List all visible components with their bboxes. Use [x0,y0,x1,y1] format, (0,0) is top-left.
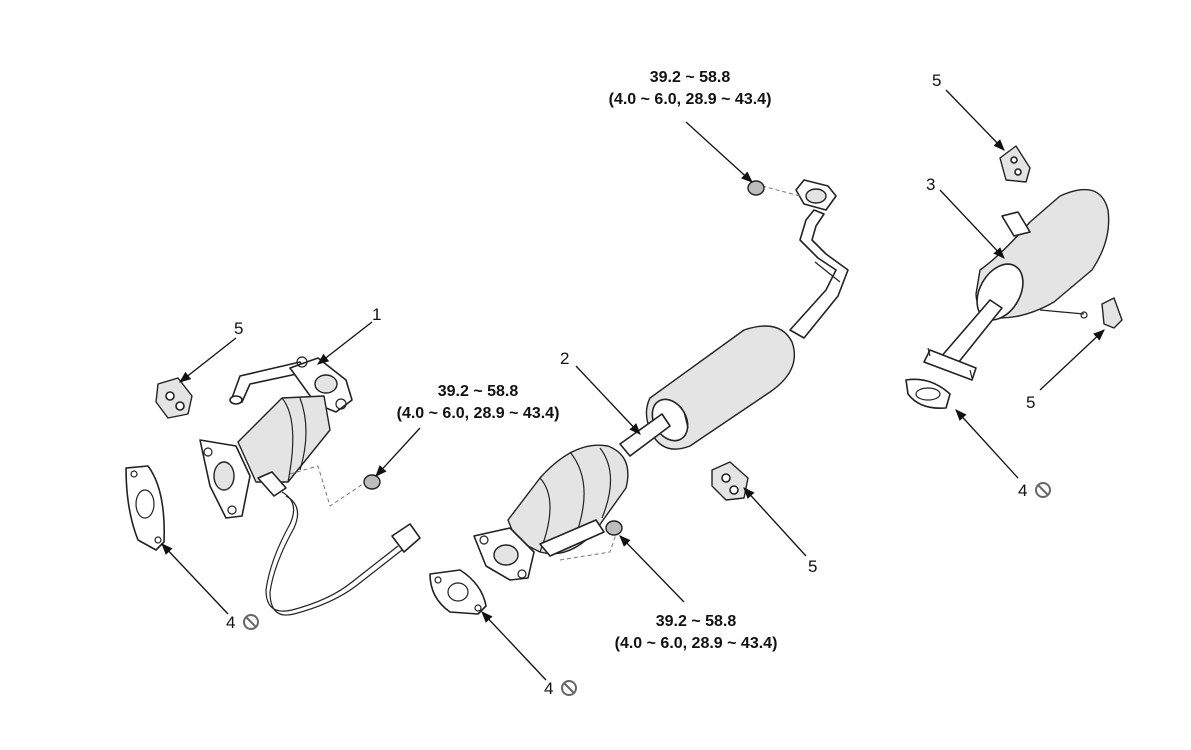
callout-4-left-group: 4 [226,613,259,632]
nut-bottom [605,520,623,536]
gasket-rear [905,378,951,410]
prohibition-circle-icon [1035,482,1051,498]
torque-spec-bottom: 39.2 ~ 58.8 (4.0 ~ 6.0, 28.9 ~ 43.4) [615,613,778,652]
prohibition-circle-icon [243,614,259,630]
torque-spec-top: 39.2 ~ 58.8 (4.0 ~ 6.0, 28.9 ~ 43.4) [609,69,772,108]
torque-spec-middle: 39.2 ~ 58.8 (4.0 ~ 6.0, 28.9 ~ 43.4) [397,383,560,422]
callout-4-center-group: 4 [544,679,577,698]
callout-5-center: 5 [808,557,817,576]
torque-top-line1: 39.2 ~ 58.8 [650,69,731,86]
rubber-hanger-left [155,377,193,419]
torque-bottom-line2: (4.0 ~ 6.0, 28.9 ~ 43.4) [615,635,778,652]
rear-muffler-part-3 [923,188,1110,381]
callout-2: 2 [560,349,569,368]
callout-4-right-group: 4 [1018,481,1051,500]
rubber-hanger-center [711,461,749,501]
callout-4-right: 4 [1018,481,1027,500]
center-pipe-part-2 [473,179,849,581]
callout-5-left: 5 [234,319,243,338]
nut-middle [363,474,381,490]
callout-5-top-right: 5 [932,71,941,90]
exhaust-manifold-part-1 [199,356,421,616]
torque-top-line2: (4.0 ~ 6.0, 28.9 ~ 43.4) [609,91,772,108]
gasket-center [429,569,487,615]
callout-4-center: 4 [544,679,553,698]
torque-middle-line1: 39.2 ~ 58.8 [438,383,519,400]
nut-top [747,180,765,196]
torque-bottom-line1: 39.2 ~ 58.8 [656,613,737,630]
torque-middle-line2: (4.0 ~ 6.0, 28.9 ~ 43.4) [397,405,560,422]
rubber-hanger-right [1101,297,1123,329]
leader-lines [161,89,1105,681]
prohibition-circle-icon [561,680,577,696]
callout-1: 1 [372,305,381,324]
callout-5-right: 5 [1026,393,1035,412]
rubber-hanger-top-right [999,145,1031,183]
gasket-left [125,465,165,551]
callout-4-left: 4 [226,613,235,632]
callout-3: 3 [926,175,935,194]
